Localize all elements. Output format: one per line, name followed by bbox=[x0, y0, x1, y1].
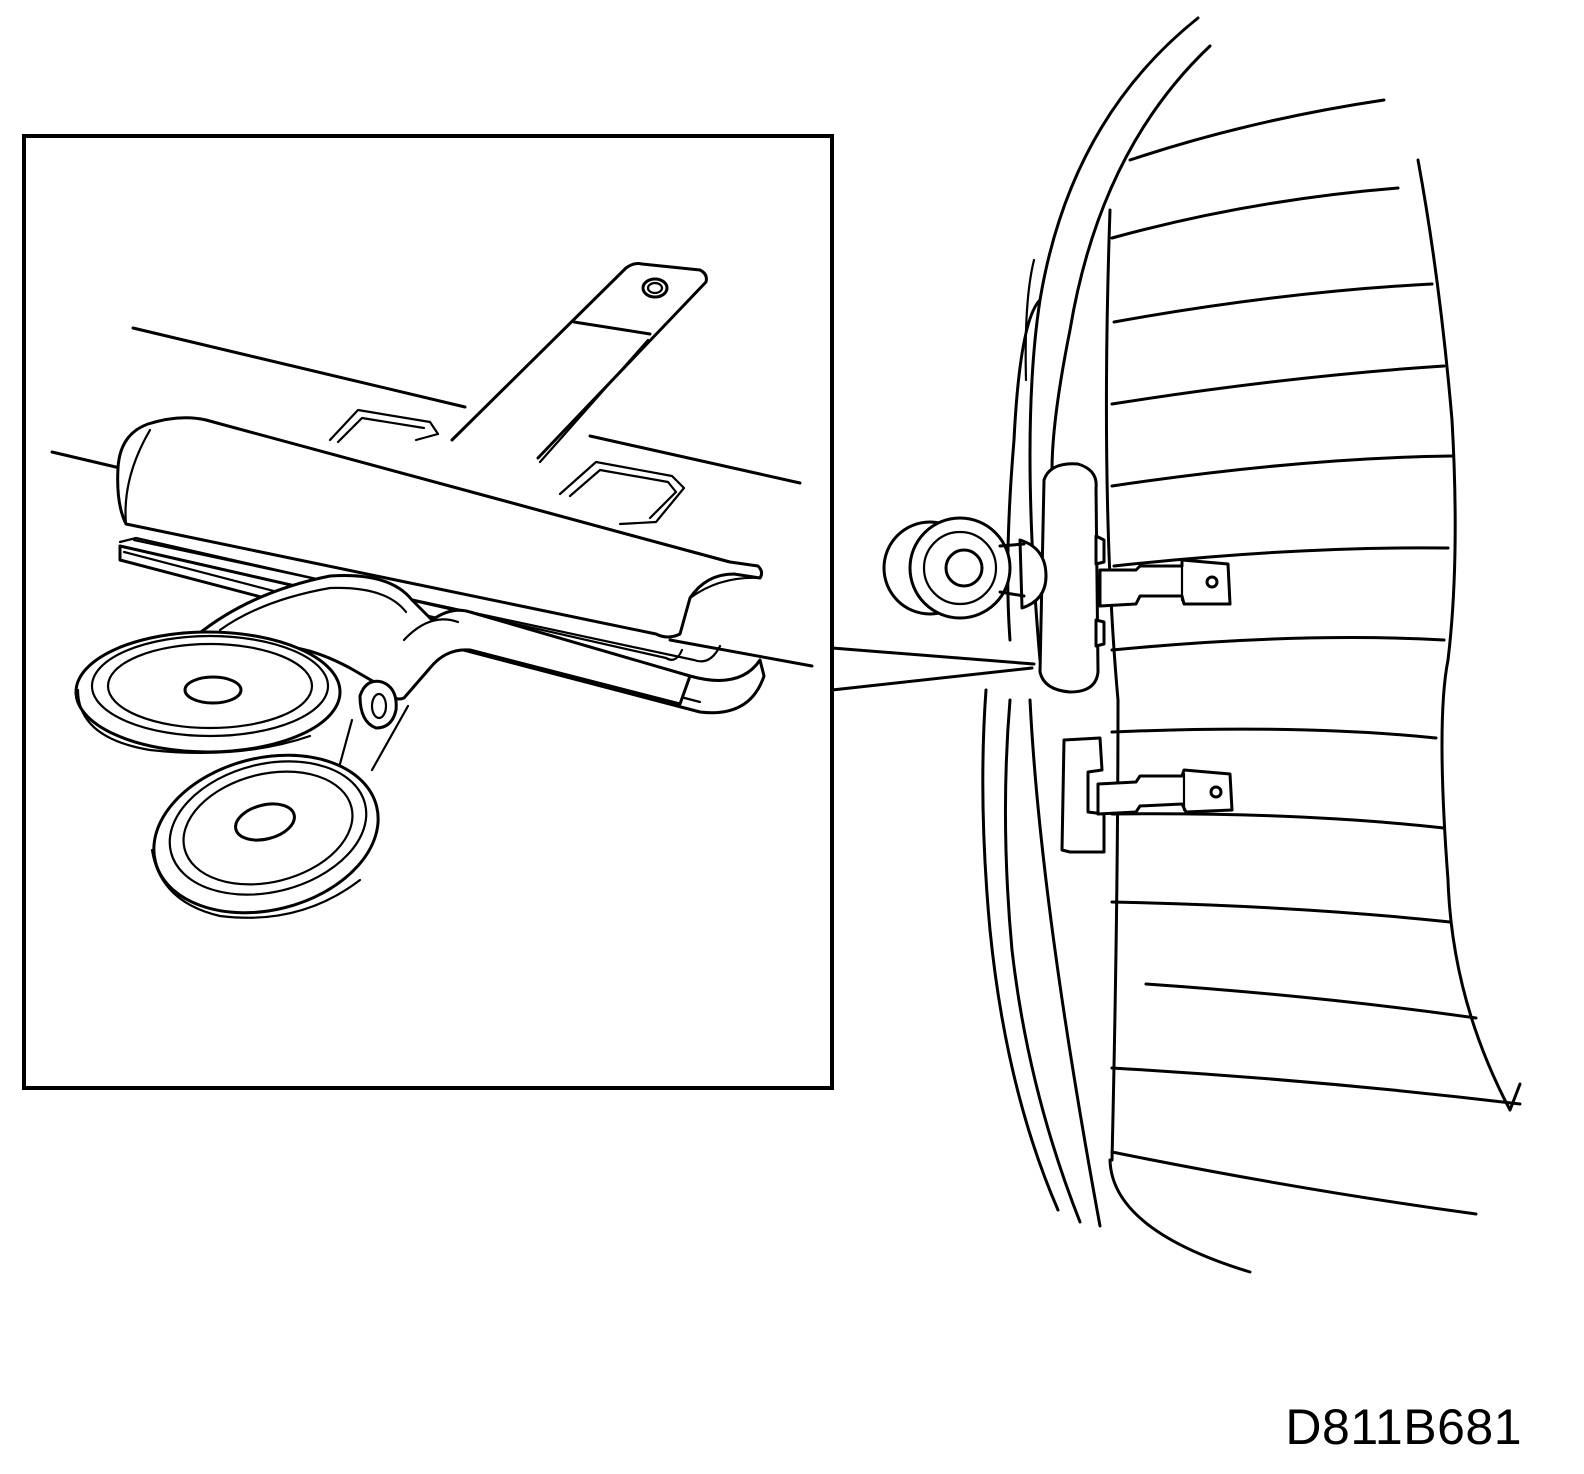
washer-lower bbox=[150, 753, 380, 919]
detail-frame bbox=[22, 134, 834, 1090]
base-bracket bbox=[328, 408, 686, 526]
detail-inset bbox=[22, 134, 834, 1090]
vehicle-panel bbox=[882, 16, 1522, 1274]
installed-holder-upper bbox=[882, 462, 1232, 694]
panel-edge-lines bbox=[50, 326, 814, 668]
installed-holder-lower bbox=[1060, 736, 1234, 854]
mounting-tab bbox=[450, 262, 708, 464]
washer-upper bbox=[74, 630, 342, 755]
figure-code: D811B681 bbox=[1285, 1399, 1522, 1455]
leader-lines bbox=[830, 646, 1036, 692]
clip-body bbox=[116, 416, 764, 663]
panel-ribs bbox=[1110, 98, 1522, 1216]
terminal-stem bbox=[194, 574, 692, 772]
